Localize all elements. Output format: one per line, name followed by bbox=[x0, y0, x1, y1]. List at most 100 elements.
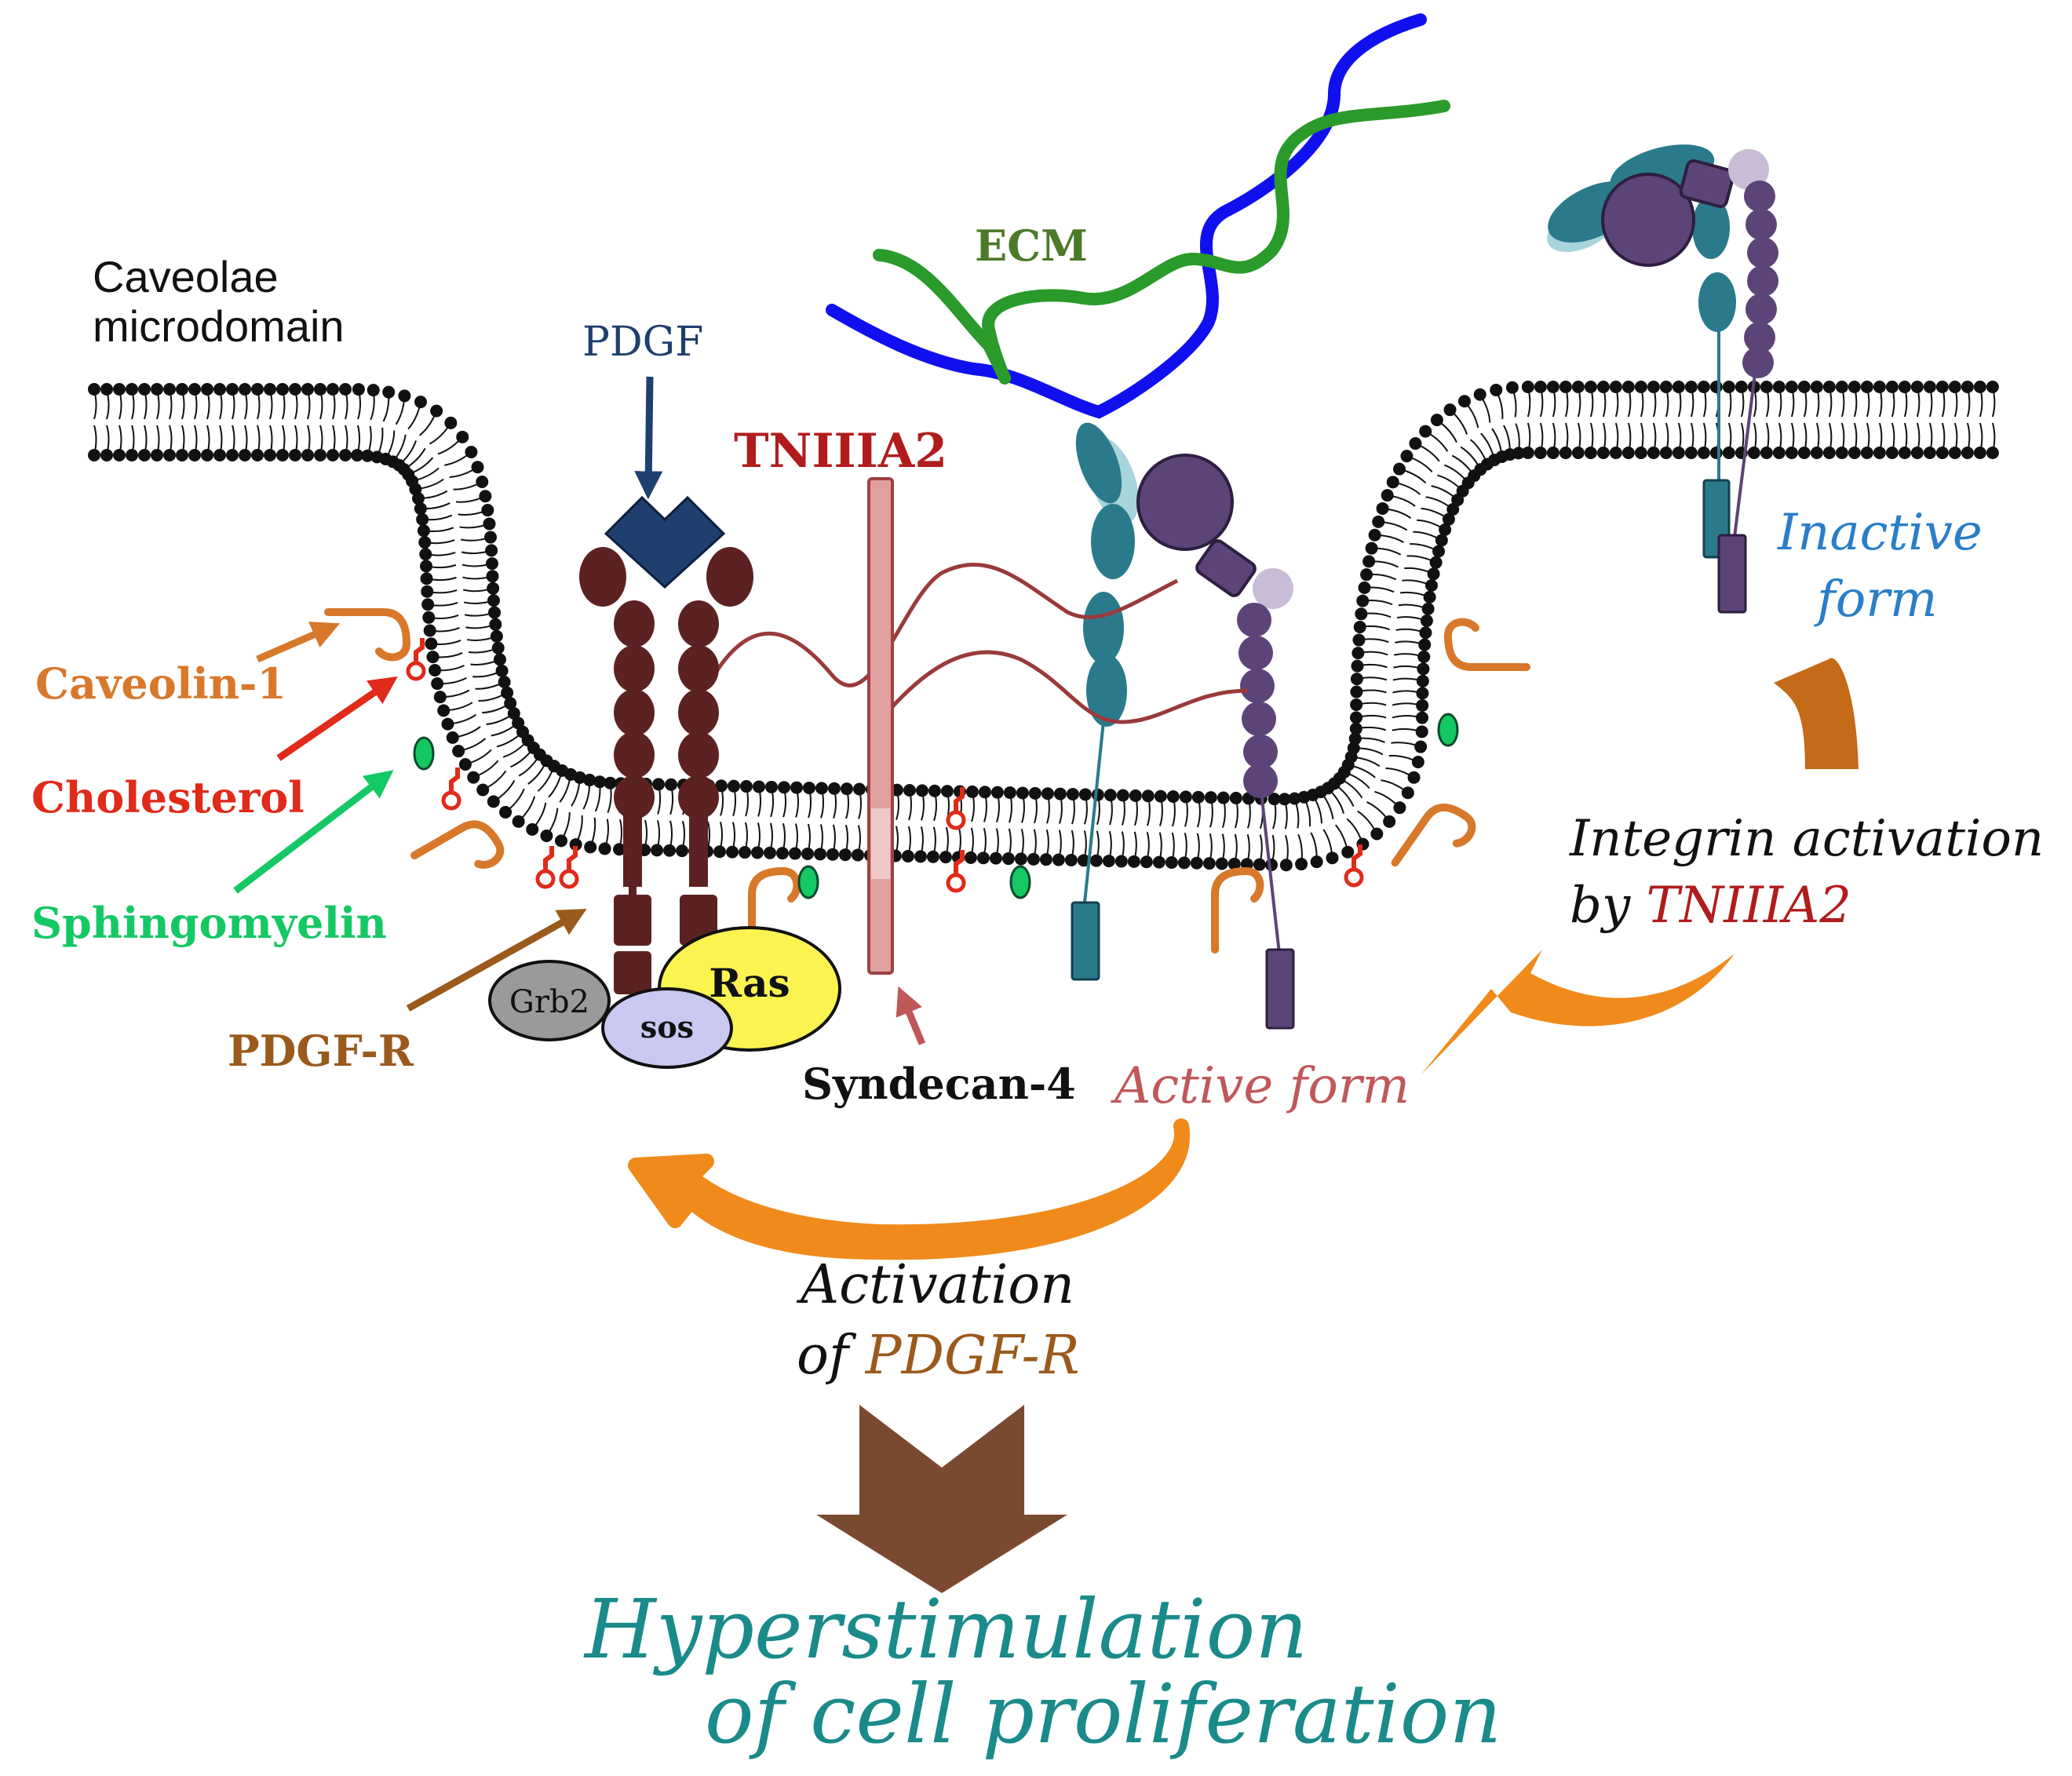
lipid-head bbox=[1848, 381, 1861, 393]
lipid-head bbox=[1166, 790, 1180, 804]
ecm-fiber-green bbox=[873, 100, 1450, 385]
sphingomyelin-molecule bbox=[1437, 713, 1459, 747]
lipid-head bbox=[100, 449, 113, 461]
lipid-head bbox=[339, 449, 352, 461]
caveolin-1-molecule bbox=[1211, 866, 1264, 954]
lipid-head bbox=[1027, 852, 1040, 866]
lipid-head bbox=[495, 664, 509, 677]
lipid-head bbox=[483, 517, 496, 531]
lipid-head bbox=[444, 416, 458, 429]
lipid-head bbox=[163, 383, 176, 396]
lipid-head bbox=[1362, 555, 1376, 568]
lipid-head bbox=[1365, 542, 1378, 555]
cholesterol-molecule bbox=[946, 873, 966, 893]
lipid-head bbox=[420, 560, 433, 573]
lipid-head bbox=[1423, 590, 1436, 604]
lipid-head bbox=[989, 852, 1002, 865]
lipid-head bbox=[491, 641, 505, 655]
lipid-head bbox=[1873, 381, 1886, 393]
lipid-head bbox=[1419, 425, 1432, 438]
lipid-head bbox=[314, 449, 326, 461]
lipid-head bbox=[1584, 447, 1597, 459]
lipid-head bbox=[788, 847, 801, 860]
lipid-head bbox=[441, 717, 454, 731]
lipid-head bbox=[1735, 381, 1748, 393]
lipid-head bbox=[1873, 447, 1886, 459]
lipid-head bbox=[1797, 447, 1811, 459]
lipid-head bbox=[1154, 790, 1167, 803]
process-arrows bbox=[628, 658, 1859, 1260]
lipid-head bbox=[1350, 711, 1363, 724]
lipid-head bbox=[490, 629, 503, 643]
lipid-head bbox=[437, 704, 451, 717]
lipid-head bbox=[1350, 685, 1363, 698]
lipid-head bbox=[1217, 791, 1230, 804]
lipid-head bbox=[361, 449, 374, 462]
lipid-head bbox=[1923, 447, 1936, 459]
lipid-head bbox=[1348, 732, 1362, 746]
lipid-head bbox=[750, 846, 764, 859]
lipid-head bbox=[1014, 852, 1027, 866]
lipid-head bbox=[1822, 447, 1836, 459]
lipid-head bbox=[339, 383, 352, 396]
lipid-head bbox=[1860, 447, 1873, 459]
lipid-head bbox=[1381, 489, 1394, 502]
lipid-head bbox=[1810, 381, 1823, 393]
lipid-head bbox=[1910, 381, 1924, 393]
lipid-head bbox=[471, 461, 484, 474]
legend-arrows bbox=[233, 622, 926, 1045]
lipid-head bbox=[1973, 381, 1986, 393]
lipid-head bbox=[433, 691, 447, 704]
lipid-head bbox=[583, 773, 596, 786]
lipid-head bbox=[188, 383, 201, 396]
cholesterol-label: Cholesterol bbox=[31, 772, 305, 822]
lipid-head bbox=[512, 815, 525, 828]
lipid-head bbox=[1647, 381, 1660, 393]
lipid-head bbox=[1077, 854, 1090, 867]
cholesterol-tail bbox=[414, 638, 425, 663]
integrin-by-line: by TNIIIA2 bbox=[1570, 877, 1851, 935]
lipid-head bbox=[1772, 381, 1786, 393]
lipid-head bbox=[398, 389, 411, 403]
lipid-head bbox=[1204, 791, 1217, 804]
sos-protein bbox=[601, 987, 733, 1069]
lipid-head bbox=[487, 594, 500, 607]
lipid-head bbox=[113, 449, 126, 461]
lipid-head bbox=[1571, 381, 1585, 393]
lipid-head bbox=[1473, 388, 1487, 401]
lipid-head bbox=[176, 449, 188, 461]
lipid-head bbox=[1001, 852, 1015, 866]
lipid-head bbox=[1392, 462, 1406, 476]
lipid-head bbox=[815, 782, 828, 795]
lipid-head bbox=[419, 548, 432, 561]
ras-sos-grb2-complex bbox=[488, 926, 841, 1069]
lipid-head bbox=[1684, 447, 1698, 459]
lipid-head bbox=[1505, 381, 1519, 394]
lipid-head bbox=[663, 844, 677, 857]
lipid-head bbox=[1416, 687, 1429, 700]
lipid-head bbox=[1414, 740, 1428, 753]
tniiia2-strands bbox=[712, 563, 1249, 724]
lipid-head bbox=[1279, 859, 1293, 872]
lipid-head bbox=[465, 445, 478, 458]
integrin-alpha-tm-active bbox=[1071, 901, 1100, 981]
lipid-head bbox=[1490, 383, 1503, 396]
lipid-head bbox=[126, 449, 138, 461]
lipid-head bbox=[213, 449, 226, 461]
lipid-head bbox=[1003, 786, 1016, 800]
lipid-head bbox=[1127, 855, 1140, 868]
lipid-head bbox=[1295, 858, 1308, 871]
lipid-head bbox=[88, 449, 100, 461]
lipid-head bbox=[1835, 381, 1848, 393]
lipid-head bbox=[1089, 854, 1103, 867]
cholesterol-molecule bbox=[1344, 867, 1364, 888]
lipid-head bbox=[1659, 381, 1673, 393]
lipid-head bbox=[1141, 790, 1155, 803]
lipid-head bbox=[1427, 567, 1440, 581]
lipid-head bbox=[813, 848, 826, 861]
lipid-head bbox=[1356, 594, 1370, 607]
lipid-head bbox=[138, 383, 151, 396]
inactive-form-label-1: Inactive bbox=[1777, 504, 1983, 562]
lipid-head bbox=[1416, 674, 1429, 687]
cholesterol-molecule bbox=[406, 661, 426, 681]
